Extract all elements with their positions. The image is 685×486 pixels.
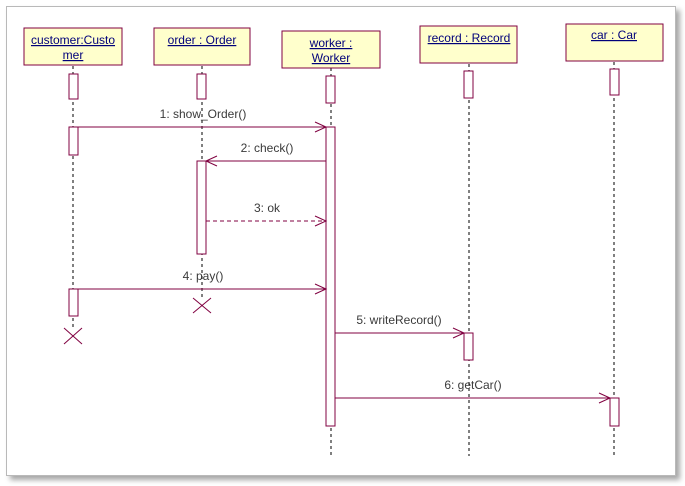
object-record-label: record : Record [428,31,511,45]
activation-record-initial [463,70,474,99]
activation-car-get [609,397,620,427]
message-2: 2: check() [204,141,326,167]
object-customer-label-2: mer [63,48,84,62]
destroy-order-icon [192,297,212,314]
message-3-label: 3: ok [254,201,281,215]
activation-order-initial [196,73,207,100]
object-order[interactable]: order : Order [153,27,251,66]
activation-customer-1 [68,126,79,156]
message-4: 4: pay() [78,269,328,295]
message-3: 3: ok [206,201,328,227]
destroy-customer-icon [63,327,83,345]
message-1: 1: show_Order() [78,107,328,133]
object-order-label: order : Order [168,33,237,47]
message-2-label: 2: check() [241,141,294,155]
message-5: 5: writeRecord() [335,313,466,339]
object-record[interactable]: record : Record [419,25,518,64]
object-customer-label-1: customer:Custo [31,33,115,47]
message-1-label: 1: show_Order() [160,107,247,121]
activation-customer-initial [68,73,79,100]
activation-order-check [196,160,207,255]
activation-customer-2 [68,288,79,317]
object-customer[interactable]: customer:Custo mer [23,27,123,66]
activation-car-initial [609,68,620,96]
object-worker[interactable]: worker : Worker [281,30,381,69]
object-worker-label-1: worker : [309,36,353,50]
message-4-label: 4: pay() [183,269,224,283]
object-worker-label-2: Worker [312,51,350,65]
object-car-label: car : Car [591,28,637,42]
message-6-label: 6: getCar() [444,378,501,392]
message-5-label: 5: writeRecord() [356,313,441,327]
object-car[interactable]: car : Car [565,23,664,62]
message-6: 6: getCar() [335,378,612,404]
activation-record-write [463,332,474,361]
activation-worker-initial [325,75,336,104]
activation-worker-main [325,126,336,427]
